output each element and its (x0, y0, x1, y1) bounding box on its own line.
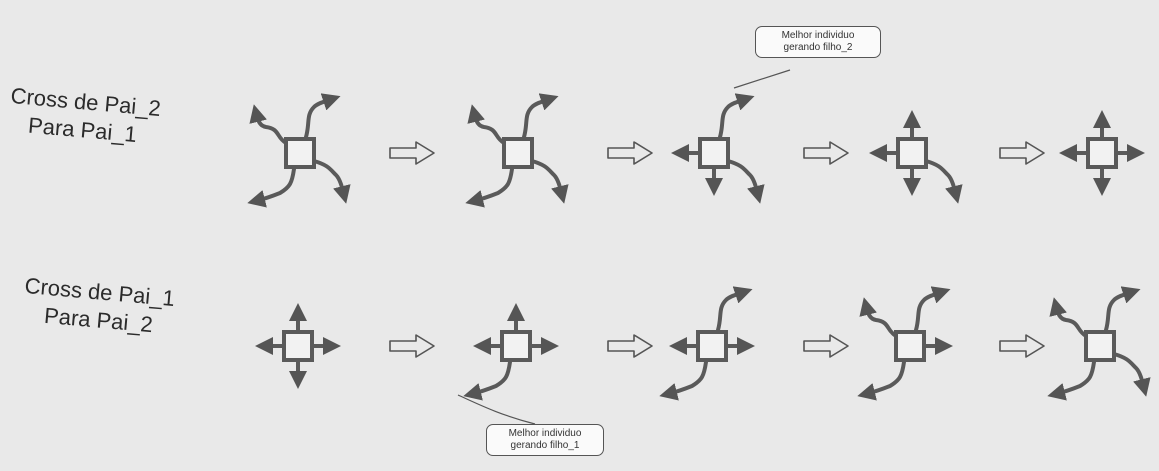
callout-best-filho-2: Melhor individuo gerando filho_2 (755, 26, 881, 58)
branch-tr (716, 286, 753, 332)
branch-bl (247, 167, 296, 208)
branch-bl (659, 360, 708, 401)
callout-top-pointer (733, 69, 791, 89)
branch-br (924, 159, 963, 204)
callout-bottom-line1: Melhor individuo (508, 428, 582, 439)
transition-arrow-r2-4 (999, 334, 1045, 358)
branch-br (530, 159, 569, 204)
branch-tr (522, 93, 559, 139)
individual-node-r1-c2 (465, 93, 569, 208)
branch-bl (465, 167, 514, 208)
individual-node-r2-c4 (857, 286, 953, 401)
node-box (894, 330, 926, 362)
transition-arrow-r1-2 (607, 141, 653, 165)
node-box (282, 330, 314, 362)
branch-tl (249, 104, 288, 145)
transition-arrow-r1-3 (803, 141, 849, 165)
branch-br (726, 159, 765, 204)
individual-node-r2-c2 (463, 303, 559, 401)
transition-arrow-r2-3 (803, 334, 849, 358)
transition-arrow-r1-1 (389, 141, 435, 165)
callout-bottom-line2: gerando filho_1 (510, 440, 580, 451)
callout-top-line1: Melhor individuo (781, 30, 855, 41)
branch-br (312, 159, 351, 204)
branch-br (1112, 352, 1151, 397)
node-box (896, 137, 928, 169)
node-box (1084, 330, 1116, 362)
node-box (698, 137, 730, 169)
transition-arrow-r2-1 (389, 334, 435, 358)
node-box (284, 137, 316, 169)
individual-node-r1-c5 (1059, 110, 1145, 196)
branch-bl (1047, 360, 1096, 401)
branch-tl (1049, 297, 1088, 338)
individual-node-r1-c1 (247, 93, 351, 208)
transition-arrow-r1-4 (999, 141, 1045, 165)
individual-node-r1-c4 (869, 110, 963, 204)
callout-top-line2: gerando filho_2 (783, 42, 853, 53)
node-box (1086, 137, 1118, 169)
branch-tr (718, 93, 755, 139)
branch-bl (463, 360, 512, 401)
branch-bl (857, 360, 906, 401)
node-box (502, 137, 534, 169)
individual-node-r1-c3 (671, 93, 765, 204)
node-box (696, 330, 728, 362)
branch-tl (859, 297, 898, 338)
transition-arrow-r2-2 (607, 334, 653, 358)
branch-tr (1104, 286, 1141, 332)
callout-best-filho-1: Melhor individuo gerando filho_1 (486, 424, 604, 456)
callout-bottom-pointer (457, 394, 536, 425)
node-box (500, 330, 532, 362)
branch-tr (914, 286, 951, 332)
branch-tl (467, 104, 506, 145)
individual-node-r2-c5 (1047, 286, 1151, 401)
branch-tr (304, 93, 341, 139)
individual-node-r2-c1 (255, 303, 341, 389)
individual-node-r2-c3 (659, 286, 755, 401)
